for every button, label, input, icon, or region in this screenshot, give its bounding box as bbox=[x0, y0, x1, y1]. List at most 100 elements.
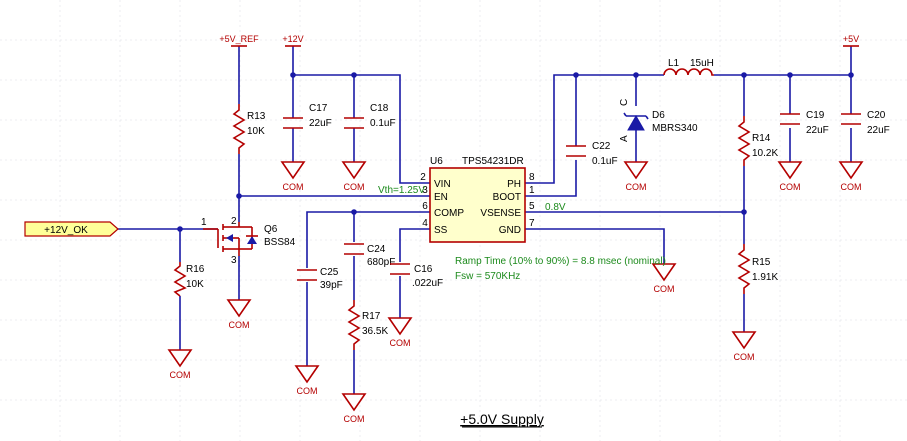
component-ref: R15 bbox=[752, 257, 771, 268]
capacitor-c22: C22 0.1uF bbox=[566, 141, 618, 167]
ic-pin-num-1: 1 bbox=[529, 185, 535, 196]
component-ref: L1 bbox=[668, 58, 680, 69]
component-ref: R14 bbox=[752, 133, 771, 144]
vth-annotation: Vth=1.25V bbox=[378, 185, 425, 196]
component-value: 39pF bbox=[320, 280, 343, 291]
ground-label: COM bbox=[654, 284, 675, 294]
ground-label: COM bbox=[344, 414, 365, 424]
ground-label: COM bbox=[734, 352, 755, 362]
ic-pin-name-comp: COMP bbox=[434, 208, 464, 219]
ground-symbol: COM bbox=[167, 349, 193, 380]
capacitor-c25: C25 39pF bbox=[297, 267, 343, 291]
capacitor-c24: C24 680pF bbox=[344, 243, 395, 268]
ground-symbol: COM bbox=[731, 331, 757, 362]
component-value: BSS84 bbox=[264, 237, 296, 248]
net-label-12v-ok: +12V_OK bbox=[24, 221, 119, 237]
ramp-time-note: Ramp Time (10% to 90%) = 8.8 msec (nomin… bbox=[455, 256, 666, 267]
component-ref: C25 bbox=[320, 267, 339, 278]
q6-pin-source: 3 bbox=[231, 255, 237, 266]
power-port-label: +5V_REF bbox=[219, 34, 259, 44]
component-ref: C17 bbox=[309, 103, 328, 114]
junctions bbox=[177, 72, 854, 232]
component-ref: R16 bbox=[186, 264, 205, 275]
capacitor-c20: C20 22uF bbox=[841, 110, 890, 136]
ic-pin-name-ph: PH bbox=[507, 179, 521, 190]
ic-pin-num-3: 3 bbox=[422, 185, 428, 196]
resistor-r14: R14 10.2K bbox=[737, 116, 778, 166]
component-ref: R13 bbox=[247, 111, 266, 122]
ground-symbols: COM COM COM COM COM COM COM COM COM COM … bbox=[167, 161, 864, 424]
ground-symbol: COM bbox=[777, 161, 803, 192]
ground-label: COM bbox=[297, 386, 318, 396]
diode-pin-anode: A bbox=[619, 135, 630, 142]
component-ref: C22 bbox=[592, 141, 611, 152]
component-value: 10.2K bbox=[752, 148, 778, 159]
ic-pin-name-vin: VIN bbox=[434, 179, 451, 190]
ic-part-number: TPS54231DR bbox=[462, 156, 524, 167]
power-port-label: +12V bbox=[282, 34, 303, 44]
capacitor-c18: C18 0.1uF bbox=[344, 103, 396, 129]
ground-label: COM bbox=[390, 338, 411, 348]
power-port-5v: +5V bbox=[843, 34, 859, 47]
power-port-label: +5V bbox=[843, 34, 859, 44]
ground-label: COM bbox=[229, 320, 250, 330]
vsense-annotation: 0.8V bbox=[545, 202, 566, 213]
ic-pin-num-5: 5 bbox=[529, 201, 535, 212]
diode-pin-cathode: C bbox=[619, 99, 630, 106]
component-value: 1.91K bbox=[752, 272, 778, 283]
component-value: MBRS340 bbox=[652, 123, 698, 134]
ground-label: COM bbox=[344, 182, 365, 192]
component-ref: C16 bbox=[414, 264, 433, 275]
component-ref: C18 bbox=[370, 103, 389, 114]
component-value: 0.1uF bbox=[370, 118, 396, 129]
ic-u6: U6 TPS54231DR VIN 2 EN 3 COMP 6 SS 4 PH … bbox=[420, 156, 535, 243]
ground-symbol: COM bbox=[341, 393, 367, 424]
component-value: 22uF bbox=[806, 125, 829, 136]
component-value: 680pF bbox=[367, 257, 395, 268]
power-port-5v-ref: +5V_REF bbox=[219, 34, 259, 47]
component-ref: Q6 bbox=[264, 224, 278, 235]
net-label-text: +12V_OK bbox=[44, 225, 88, 236]
ground-symbol: COM bbox=[294, 365, 320, 396]
ground-label: COM bbox=[841, 182, 862, 192]
ground-symbol: COM bbox=[623, 161, 649, 192]
component-value: 22uF bbox=[867, 125, 890, 136]
q6-pin-gate: 1 bbox=[201, 217, 207, 228]
component-value: 36.5K bbox=[362, 326, 388, 337]
ground-label: COM bbox=[283, 182, 304, 192]
inductor-l1: L1 15uH bbox=[663, 58, 714, 76]
component-value: 0.1uF bbox=[592, 156, 618, 167]
ic-pin-num-8: 8 bbox=[529, 172, 535, 183]
q6-pin-drain: 2 bbox=[231, 216, 237, 227]
component-ref: C24 bbox=[367, 244, 386, 255]
diode-d6: D6 MBRS340 C A bbox=[619, 99, 698, 142]
ground-label: COM bbox=[626, 182, 647, 192]
ic-pin-num-2: 2 bbox=[420, 172, 426, 183]
wires bbox=[118, 46, 852, 394]
ic-pin-num-4: 4 bbox=[422, 218, 428, 229]
sheet-title: +5.0V Supply bbox=[460, 411, 544, 427]
component-value: 10K bbox=[186, 279, 204, 290]
ground-symbol: COM bbox=[651, 263, 677, 294]
component-ref: C19 bbox=[806, 110, 825, 121]
mosfet-q6: Q6 BSS84 1 2 3 bbox=[201, 216, 296, 266]
ic-designator: U6 bbox=[430, 156, 443, 167]
component-value: 22uF bbox=[309, 118, 332, 129]
ic-pin-name-gnd: GND bbox=[499, 225, 521, 236]
component-value: 15uH bbox=[690, 58, 714, 69]
ground-symbol: COM bbox=[280, 161, 306, 192]
component-ref: R17 bbox=[362, 311, 381, 322]
capacitor-c16: C16 .022uF bbox=[390, 263, 443, 289]
ic-pin-name-en: EN bbox=[434, 192, 448, 203]
ic-pin-num-7: 7 bbox=[529, 218, 535, 229]
power-port-12v: +12V bbox=[282, 34, 304, 47]
ground-symbol: COM bbox=[341, 161, 367, 192]
component-ref: D6 bbox=[652, 110, 665, 121]
ic-pin-name-boot: BOOT bbox=[493, 192, 521, 203]
resistor-r16: R16 10K bbox=[173, 262, 205, 297]
ground-label: COM bbox=[170, 370, 191, 380]
component-value: 10K bbox=[247, 126, 265, 137]
component-ref: C20 bbox=[867, 110, 886, 121]
